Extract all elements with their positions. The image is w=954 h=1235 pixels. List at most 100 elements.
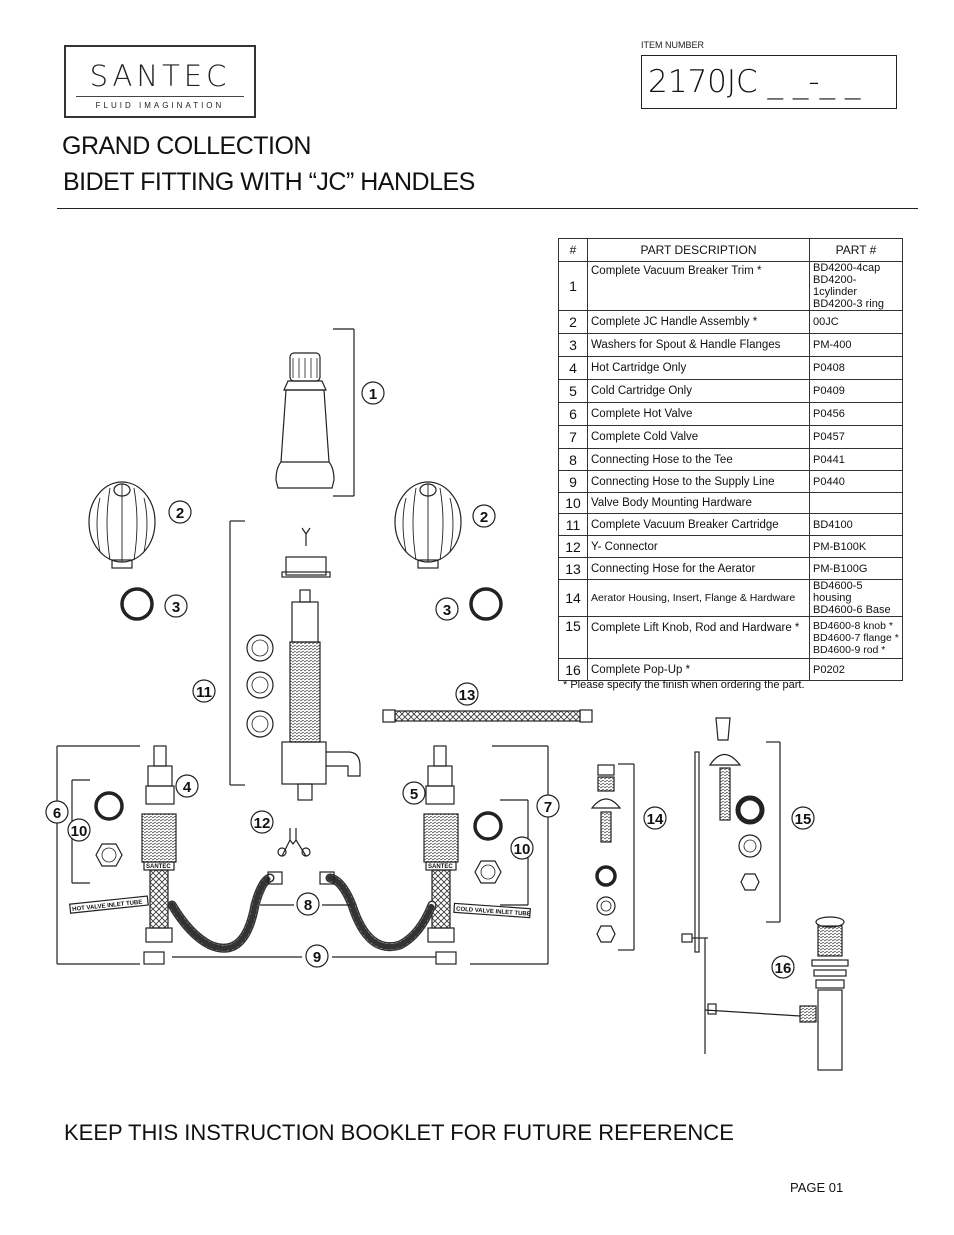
callout-7: 7 xyxy=(536,794,560,818)
cold-valve-illustration: SANTEC COLD VALVE INLET TUBE xyxy=(423,745,549,965)
product-title: BIDET FITTING WITH “JC” HANDLES xyxy=(63,168,475,196)
row-description: Hot Cartridge Only xyxy=(587,356,810,380)
row-part-number: P0440 xyxy=(809,470,903,493)
pop-up-illustration xyxy=(799,916,849,1071)
table-row: 16 Complete Pop-Up * P0202 xyxy=(558,658,903,681)
row-description: Complete Pop-Up * xyxy=(587,658,810,681)
svg-text:13: 13 xyxy=(459,687,476,704)
tee-hoses-illustration xyxy=(167,871,437,958)
table-row: 12 Y- Connector PM-B100K xyxy=(558,535,903,558)
row-num: 14 xyxy=(558,579,588,617)
hot-handle-illustration xyxy=(88,481,156,569)
table-row: 14 Aerator Housing, Insert, Flange & Har… xyxy=(558,579,903,617)
svg-text:4: 4 xyxy=(183,779,192,796)
row-part-number: P0457 xyxy=(809,425,903,449)
row-part-number: PM-B100G xyxy=(809,557,903,580)
table-row: 5 Cold Cartridge Only P0409 xyxy=(558,379,903,403)
callout-16: 16 xyxy=(771,955,795,979)
callout-11: 11 xyxy=(192,679,216,703)
callout-13: 13 xyxy=(455,682,479,706)
svg-text:8: 8 xyxy=(304,897,312,914)
brand-logo: SANTEC FLUID IMAGINATION xyxy=(64,45,256,118)
callout-3: 3 xyxy=(164,594,188,618)
part-number-line: BD4600-6 Base xyxy=(813,604,891,616)
svg-text:10: 10 xyxy=(71,823,88,840)
row-description: Complete Lift Knob, Rod and Hardware * xyxy=(587,616,810,659)
row-part-number: BD4200-4cap BD4200-1cylinder BD4200-3 ri… xyxy=(809,261,903,311)
item-number-value: 2170JC _ _-_ _ xyxy=(648,64,861,100)
callout-9: 9 xyxy=(305,944,329,968)
row-part-number: PM-400 xyxy=(809,333,903,357)
brand-name: SANTEC xyxy=(89,59,231,93)
callout-15: 15 xyxy=(791,806,815,830)
row-num: 5 xyxy=(558,379,588,403)
svg-text:1: 1 xyxy=(369,386,377,403)
callout-12: 12 xyxy=(250,810,274,834)
svg-text:11: 11 xyxy=(196,684,212,701)
callout-1: 1 xyxy=(361,381,385,405)
row-description: Cold Cartridge Only xyxy=(587,379,810,403)
part-number-line: BD4600-5 housing xyxy=(813,580,863,604)
svg-text:3: 3 xyxy=(443,602,451,619)
row-description: Valve Body Mounting Hardware xyxy=(587,492,810,514)
svg-text:2: 2 xyxy=(480,509,488,526)
callout-2: 2 xyxy=(168,500,192,524)
hot-valve-illustration: SANTEC HOT VALVE INLET TUBE xyxy=(56,745,177,965)
keep-booklet-notice: KEEP THIS INSTRUCTION BOOKLET FOR FUTURE… xyxy=(64,1120,734,1145)
row-description: Washers for Spout & Handle Flanges xyxy=(587,333,810,357)
svg-text:5: 5 xyxy=(410,786,418,803)
aerator-housing-illustration xyxy=(590,763,635,951)
table-row: 2 Complete JC Handle Assembly * 00JC xyxy=(558,310,903,334)
svg-text:16: 16 xyxy=(775,960,792,977)
parts-table-header: # PART DESCRIPTION PART # xyxy=(558,238,903,262)
parts-table: # PART DESCRIPTION PART # 1 Complete Vac… xyxy=(558,238,903,681)
aerator-hose-illustration xyxy=(382,709,593,723)
logo-divider xyxy=(76,96,244,97)
callout-8: 8 xyxy=(296,892,320,916)
part-number-line: BD4200-3 ring xyxy=(813,298,884,310)
svg-text:15: 15 xyxy=(795,811,812,828)
svg-text:12: 12 xyxy=(254,815,271,832)
page-number: PAGE 01 xyxy=(790,1180,844,1195)
table-row: 4 Hot Cartridge Only P0408 xyxy=(558,356,903,380)
row-description: Y- Connector xyxy=(587,535,810,558)
valve-brand-label: SANTEC xyxy=(146,864,171,870)
vacuum-breaker-cartridge-illustration xyxy=(229,520,361,801)
callout-labels: 1 2 2 3 3 4 5 6 7 8 9 10 10 11 12 13 14 … xyxy=(45,381,815,979)
callout-5: 5 xyxy=(402,781,426,805)
table-row: 7 Complete Cold Valve P0457 xyxy=(558,425,903,449)
part-number-line: BD4200-1cylinder xyxy=(813,274,858,298)
lift-rod-illustration xyxy=(681,717,801,1054)
y-connector-illustration xyxy=(277,828,311,857)
table-row: 9 Connecting Hose to the Supply Line P04… xyxy=(558,470,903,493)
row-part-number: PM-B100K xyxy=(809,535,903,558)
table-row: 3 Washers for Spout & Handle Flanges PM-… xyxy=(558,333,903,357)
svg-text:6: 6 xyxy=(53,805,61,822)
table-row: 1 Complete Vacuum Breaker Trim * BD4200-… xyxy=(558,261,903,311)
svg-text:10: 10 xyxy=(514,841,531,858)
part-number-line: BD4600-9 rod * xyxy=(813,643,886,656)
row-num: 2 xyxy=(558,310,588,334)
part-number-line: BD4600-7 flange * xyxy=(813,631,899,644)
row-num: 6 xyxy=(558,402,588,426)
row-part-number: BD4600-8 knob * BD4600-7 flange * BD4600… xyxy=(809,616,903,659)
table-footnote: * Please specify the finish when orderin… xyxy=(563,679,805,691)
row-part-number: P0202 xyxy=(809,658,903,681)
row-description: Connecting Hose for the Aerator xyxy=(587,557,810,580)
part-number-line: BD4200-4cap xyxy=(813,262,881,274)
row-part-number: 00JC xyxy=(809,310,903,334)
header-divider xyxy=(57,208,918,209)
vacuum-breaker-trim-illustration xyxy=(275,328,355,497)
cold-inlet-tube-label: COLD VALVE INLET TUBE xyxy=(456,906,531,917)
brand-tagline: FLUID IMAGINATION xyxy=(95,101,225,110)
collection-title: GRAND COLLECTION xyxy=(62,132,311,160)
svg-text:2: 2 xyxy=(176,505,184,522)
svg-text:9: 9 xyxy=(313,949,321,966)
svg-text:3: 3 xyxy=(172,599,180,616)
callout-10: 10 xyxy=(67,818,91,842)
callout-2: 2 xyxy=(472,504,496,528)
washer-left-illustration xyxy=(120,587,154,621)
item-number-box: 2170JC _ _-_ _ xyxy=(641,55,897,109)
callout-10: 10 xyxy=(510,836,534,860)
